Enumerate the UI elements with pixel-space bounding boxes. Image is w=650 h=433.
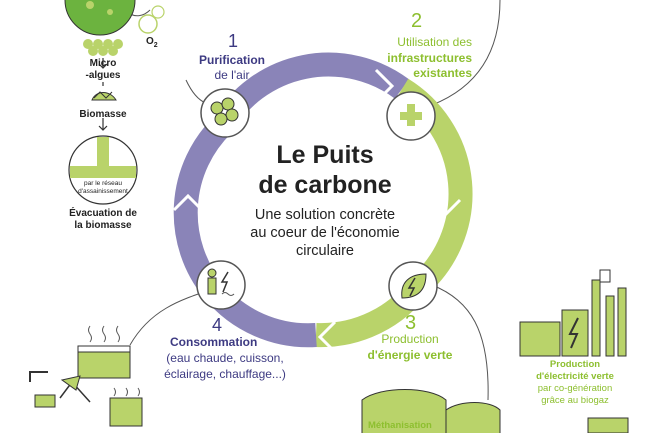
- node-2: [386, 91, 436, 141]
- consumption-scene: [29, 325, 143, 427]
- step-2-line2: infrastructures: [387, 51, 472, 65]
- algae-icon: [210, 97, 239, 126]
- step-3-line2: d'énergie verte: [367, 348, 453, 362]
- power-plant-icon: [519, 269, 629, 433]
- evacuation-label-2: la biomasse: [74, 220, 132, 231]
- arrow-down-icon: [98, 82, 108, 131]
- biomass-icon: [91, 91, 117, 101]
- leaf-bolt-icon: [401, 273, 427, 299]
- connector-line-bottom: [431, 284, 489, 401]
- node-3: [388, 261, 438, 311]
- step-2-number: 2: [411, 10, 423, 32]
- step-4-number: 4: [212, 315, 223, 335]
- algae-sphere: [64, 0, 136, 36]
- center-title-line1: Le Puits: [276, 141, 374, 169]
- micro-algae-label-1: Micro: [89, 58, 117, 69]
- right-panel-title-1: Production: [549, 359, 601, 370]
- o2-bubbles: [138, 5, 165, 34]
- step-2-line3: existantes: [413, 66, 472, 80]
- step-3-line1: Production: [381, 332, 439, 346]
- center-subtitle-line1: Une solution concrète: [254, 207, 396, 223]
- step-3-number: 3: [405, 312, 417, 334]
- step-1-label-sub: de l'air: [214, 68, 250, 82]
- step-1-number: 1: [228, 31, 239, 51]
- network-label-1: par le réseau: [84, 180, 122, 187]
- center-subtitle-line2: au coeur de l'économie: [250, 225, 400, 241]
- pipe-icon: [400, 104, 422, 126]
- person-bolt-icon: [207, 268, 235, 296]
- chevron-arrow-icon: [317, 320, 337, 354]
- center-title-line2: de carbone: [258, 171, 392, 199]
- evacuation-label-1: Évacuation de: [69, 208, 137, 219]
- chevron-arrow-icon: [374, 68, 395, 104]
- right-panel-detail-1: par co-génération: [537, 383, 613, 394]
- methanisation-label: Méthanisation: [368, 420, 432, 431]
- step-4-line3: éclairage, chauffage...): [164, 367, 286, 381]
- network-label-2: d'assainissement: [78, 188, 128, 195]
- node-4: [196, 260, 246, 310]
- step-2-line1: Utilisation des: [397, 35, 472, 49]
- ring-purple-left: [173, 116, 232, 298]
- step-1-label: Purification: [198, 53, 265, 67]
- o2-label: O2: [146, 36, 158, 49]
- right-panel-detail-2: grâce au biogaz: [541, 395, 609, 406]
- step-4-line1: Consommation: [170, 335, 258, 349]
- biomass-label: Biomasse: [79, 109, 127, 120]
- right-panel-title-2: d'électricité verte: [536, 371, 614, 382]
- arrow-down-icon: [98, 58, 108, 69]
- micro-algae-icon: [83, 39, 123, 56]
- connector-line-right: [431, 0, 501, 106]
- center-subtitle-line3: circulaire: [295, 243, 354, 259]
- sewer-network-icon: [68, 135, 138, 205]
- node-1: [200, 88, 250, 138]
- chevron-arrow-icon: [430, 198, 462, 217]
- micro-algae-label-2: -algues: [85, 70, 121, 81]
- step-4-line2: (eau chaude, cuisson,: [166, 351, 284, 365]
- chevron-arrow-icon: [172, 193, 204, 212]
- methanisation-tanks: [361, 389, 501, 433]
